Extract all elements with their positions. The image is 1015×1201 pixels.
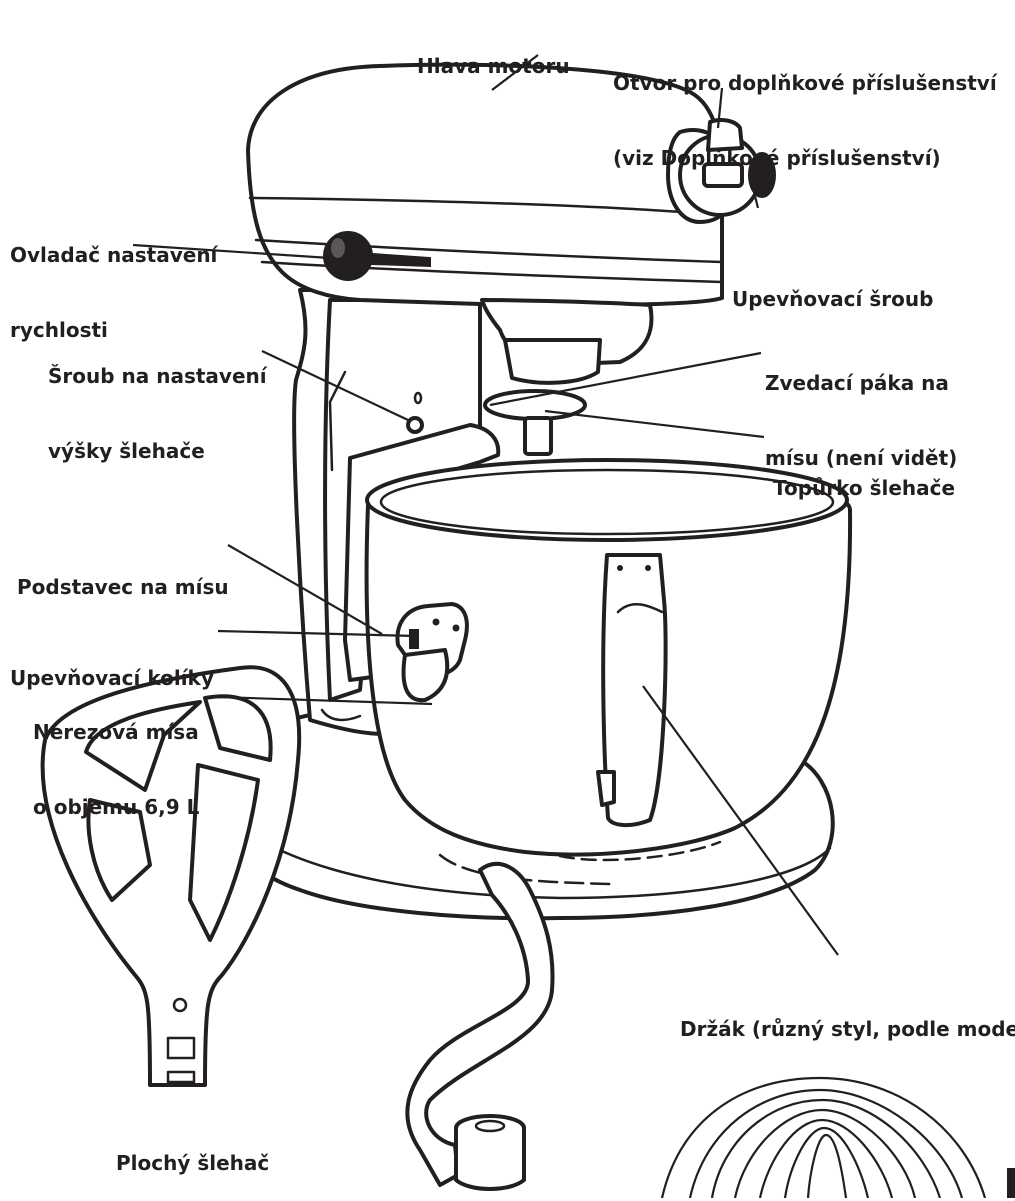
label-height-screw-line2: výšky šlehače [48,439,205,463]
height-adjustment-screw [406,391,424,434]
label-height-screw-line1: Šroub na nastavení [48,364,267,388]
label-flat-beater-text: Plochý šlehač [116,1151,270,1175]
label-bowl-line1: Nerezová mísa [33,720,199,744]
label-flat-beater: Plochý šlehač [116,1101,269,1201]
label-speed-control-line2: rychlosti [10,318,108,342]
label-attachment-hub: Otvor pro doplňkové příslušenství (viz D… [613,21,997,196]
label-handle: Držák (různý styl, podle modelu) [680,967,1015,1067]
beater-shaft-assembly [480,298,654,456]
wire-whip [660,1076,987,1198]
label-handle-text: Držák (různý styl, podle modelu) [680,1017,1015,1041]
dough-hook [405,862,555,1191]
label-hub-knob: Upevňovací šroub [732,237,933,337]
label-height-screw: Šroub na nastavení výšky šlehače [48,314,267,489]
speed-control-knob [323,231,431,281]
flat-beater [40,665,302,1087]
label-speed-control-line1: Ovladač nastavení [10,243,218,267]
bowl-handle [596,553,668,827]
label-speed-control: Ovladač nastavení rychlosti [10,193,217,368]
label-beater-shaft: Topůrko šlehače [773,426,955,526]
label-bowl-support-text: Podstavec na mísu [17,575,229,599]
label-bowl: Nerezová mísa o objemu 6,9 L [33,670,199,845]
label-bowl-line2: o objemu 6,9 L [33,795,200,819]
label-bowl-lift-line2: mísu (není vidět) [765,446,958,470]
label-beater-shaft-text: Topůrko šlehače [773,476,956,500]
locating-pin-bracket [395,602,469,703]
label-attachment-hub-line2: (viz Doplňkové příslušenství) [613,146,941,170]
page-edge-tab [1007,1168,1015,1198]
label-hub-knob-text: Upevňovací šroub [732,287,934,311]
label-bowl-support: Podstavec na mísu [17,525,229,625]
label-motor-head: Hlava motoru [417,4,570,104]
label-locating-pins: Upevňovací kolíky [10,616,214,716]
label-motor-head-text: Hlava motoru [417,54,570,78]
label-locating-pins-text: Upevňovací kolíky [10,666,214,690]
label-bowl-lift-line1: Zvedací páka na [765,371,949,395]
label-bowl-lift: Zvedací páka na mísu (není vidět) [765,321,957,496]
leader-lines [132,54,839,956]
attachment-hub [666,118,776,224]
label-attachment-hub-line1: Otvor pro doplňkové příslušenství [613,71,997,95]
